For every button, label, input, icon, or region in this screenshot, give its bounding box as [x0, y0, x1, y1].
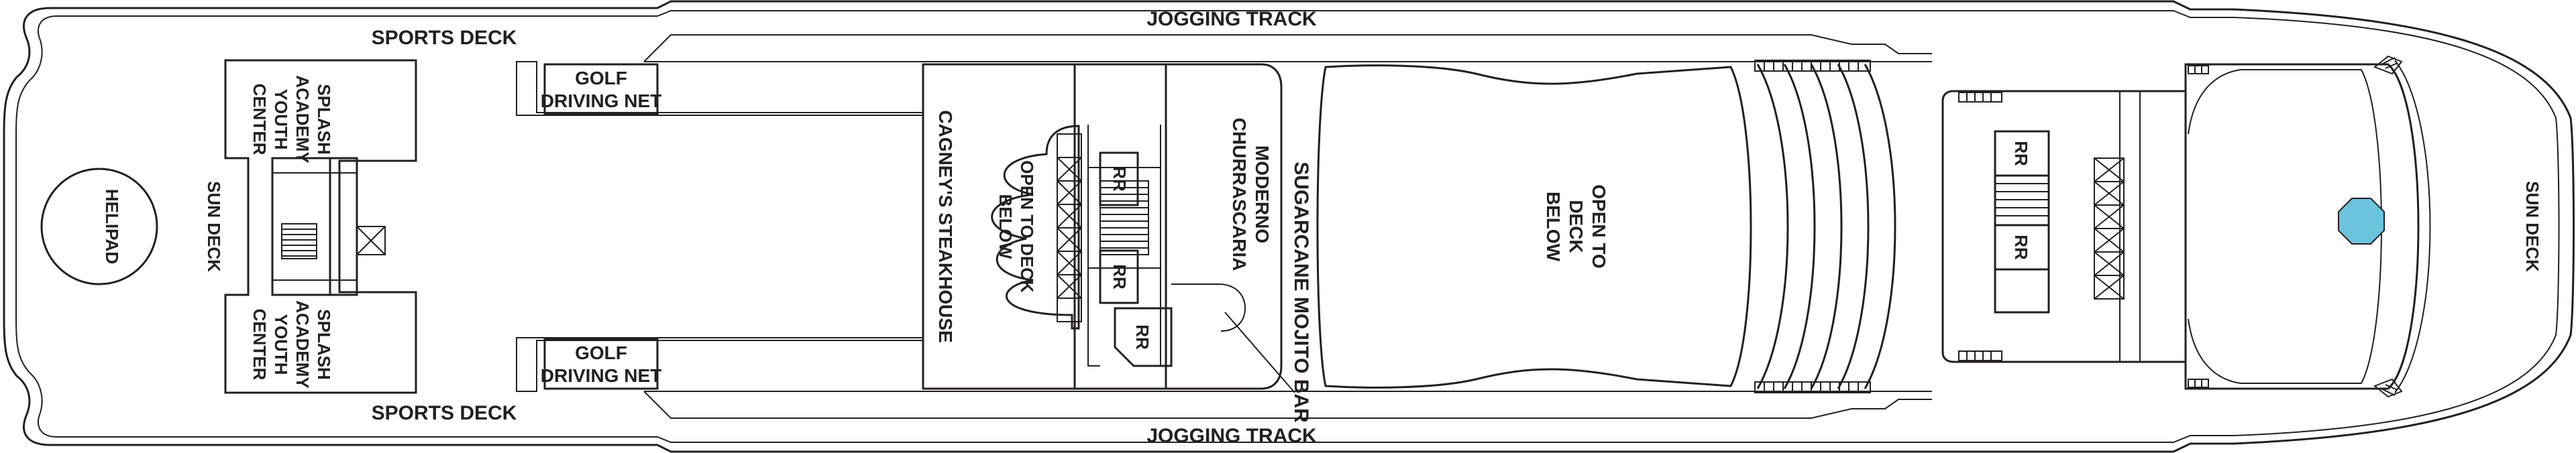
svg-text:MODERNO: MODERNO [1252, 145, 1273, 243]
restroom-2-label: RR [1110, 264, 1130, 289]
restroom-1-label: RR [1110, 166, 1130, 192]
svg-text:SPLASH: SPLASH [314, 309, 334, 379]
forward-stairs-top-icon [1958, 92, 2002, 103]
hull-outline [3, 0, 2575, 453]
open-deck-left-label: OPEN TO DECK BELOW [996, 160, 1037, 293]
forward-restroom-1 [1994, 130, 2050, 177]
forward-bow-arc [2394, 60, 2431, 393]
splash-core-right [329, 157, 358, 296]
jogging-track-bottom-label: JOGGING TRACK [1146, 425, 1317, 447]
svg-text:DECK: DECK [1566, 200, 1587, 253]
moderno-label: MODERNO CHURRASCARIA [1229, 118, 1273, 271]
central-stairs-icon [1099, 180, 1149, 255]
inner-deck-line [15, 10, 2560, 443]
forward-stairs-small-bottom-icon [2188, 379, 2209, 388]
mojito-bar-counter [1171, 283, 1246, 332]
svg-text:SPLASH: SPLASH [314, 84, 334, 154]
svg-text:YOUTH: YOUTH [271, 314, 291, 375]
bleacher-curves [1756, 64, 1896, 389]
svg-text:BELOW: BELOW [1543, 192, 1564, 262]
jogging-track-bottom-line [643, 391, 1932, 419]
bleacher-stairs-bottom-icon [1754, 381, 1871, 393]
svg-text:CENTER: CENTER [250, 309, 270, 381]
splash-core-left [271, 157, 331, 296]
forward-stairs-small-top-icon [2188, 65, 2209, 74]
splash-stairs-icon [281, 223, 317, 259]
svg-text:GOLF: GOLF [575, 342, 627, 363]
forward-restroom-2 [1994, 224, 2050, 271]
forward-stairs-bottom-icon [1958, 350, 2002, 361]
helipad-label: HELIPAD [102, 189, 122, 264]
svg-text:BELOW: BELOW [996, 194, 1016, 259]
golf-net-top-box [543, 63, 659, 115]
restroom-3-label: RR [1132, 324, 1152, 350]
svg-text:OPEN TO: OPEN TO [1589, 184, 1609, 269]
svg-text:GOLF: GOLF [575, 68, 627, 88]
splash-elevator-icon [356, 226, 386, 255]
open-deck-well-left [991, 125, 1080, 330]
forward-restroom-1-label: RR [2011, 141, 2031, 166]
central-stair-walls [1087, 125, 1161, 367]
mojito-bar-pointer [1224, 312, 1295, 393]
svg-text:YOUTH: YOUTH [271, 89, 291, 150]
golf-net-bottom-box [543, 338, 659, 390]
forward-restroom-2-label: RR [2011, 235, 2031, 260]
svg-text:DRIVING NET: DRIVING NET [541, 90, 661, 111]
splash-academy-outline [224, 59, 417, 394]
open-deck-center-label: OPEN TO DECK BELOW [1543, 184, 1609, 269]
cagneys-label: CAGNEY'S STEAKHOUSE [935, 110, 956, 342]
forward-block-outline [1941, 90, 2187, 363]
svg-text:CHURRASCARIA: CHURRASCARIA [1229, 118, 1250, 271]
bleacher-stairs-top-icon [1754, 60, 1871, 72]
hot-tub-octagon-icon [2338, 198, 2385, 245]
sports-deck-bottom-label: SPORTS DECK [372, 402, 517, 424]
svg-text:ACADEMY: ACADEMY [292, 75, 313, 163]
restaurant-block-outline [922, 63, 1283, 390]
splash-academy-bottom-label: CENTER YOUTH ACADEMY SPLASH [250, 300, 334, 388]
sports-deck-top-label: SPORTS DECK [372, 27, 517, 49]
svg-text:ACADEMY: ACADEMY [292, 300, 313, 388]
golf-top-label: GOLF DRIVING NET [541, 68, 661, 111]
atrium-outline [1316, 64, 1752, 389]
restroom-1 [1099, 151, 1139, 206]
sun-deck-aft-label: SUN DECK [204, 181, 224, 272]
jogging-track-top-line [643, 34, 1932, 62]
elevator-column-icon [1057, 133, 1082, 322]
sun-deck-fwd-label: SUN DECK [2522, 181, 2542, 272]
svg-text:CENTER: CENTER [250, 84, 270, 155]
forward-restroom-stairs-icon [1995, 183, 2049, 216]
forward-elevator-icon [2094, 157, 2125, 300]
jogging-track-top-label: JOGGING TRACK [1146, 8, 1317, 30]
restroom-2 [1099, 249, 1139, 304]
forward-stairs-arc-bottom-icon [2373, 378, 2403, 398]
forward-sun-deck-outline [2184, 63, 2420, 390]
helipad-circle [40, 168, 158, 285]
forward-stairs-arc-top-icon [2373, 55, 2403, 75]
svg-text:OPEN TO DECK: OPEN TO DECK [1017, 160, 1037, 293]
golf-bottom-label: GOLF DRIVING NET [541, 342, 661, 386]
splash-academy-top-label: CENTER YOUTH ACADEMY SPLASH [250, 75, 334, 163]
splash-core-inner [272, 172, 358, 281]
svg-text:DRIVING NET: DRIVING NET [541, 365, 661, 386]
restroom-3 [1114, 307, 1173, 367]
sugarcane-label: SUGARCANE MOJITO BAR [1290, 161, 1312, 423]
